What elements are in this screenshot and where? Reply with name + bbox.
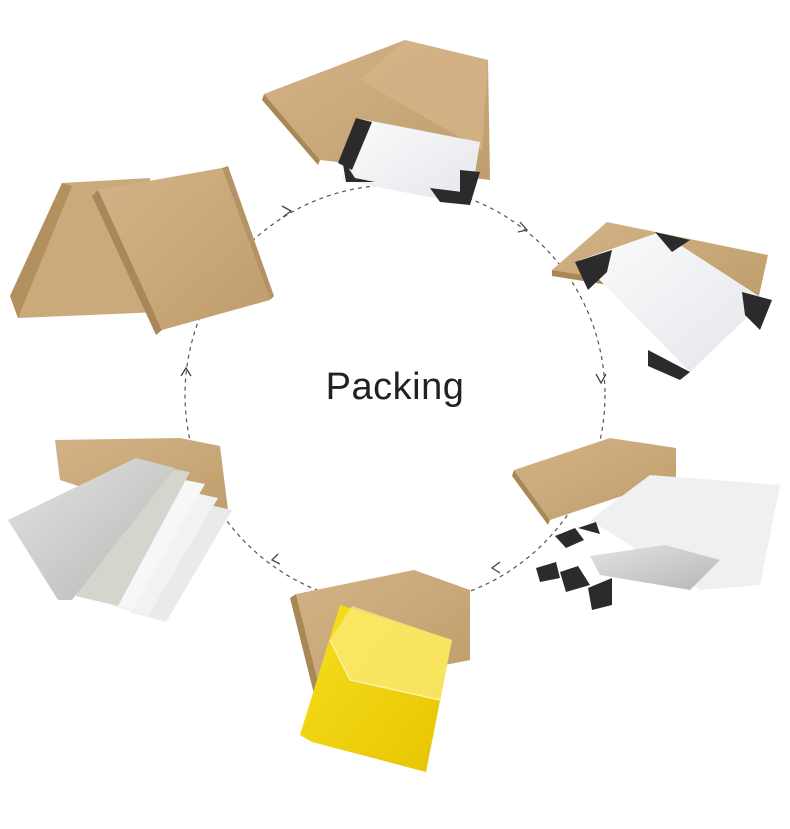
cycle-arrow-icon: [281, 205, 293, 218]
step-fanned-sheets: [8, 438, 232, 622]
cycle-arrow-icon: [490, 561, 501, 574]
cycle-arrow-icon: [595, 373, 607, 385]
step-corner-protected-sheet: [552, 222, 772, 380]
page-title: Packing: [325, 366, 465, 408]
cycle-arrow-icon: [517, 221, 529, 233]
cycle-arrow-icon: [270, 553, 281, 565]
step-envelope-with-sheet: [262, 40, 490, 205]
step-yellow-sheet: [290, 570, 470, 772]
step-kraft-envelopes: [10, 166, 274, 335]
step-wrapped-sheet: [512, 438, 780, 610]
cycle-arrow-icon: [180, 366, 192, 377]
